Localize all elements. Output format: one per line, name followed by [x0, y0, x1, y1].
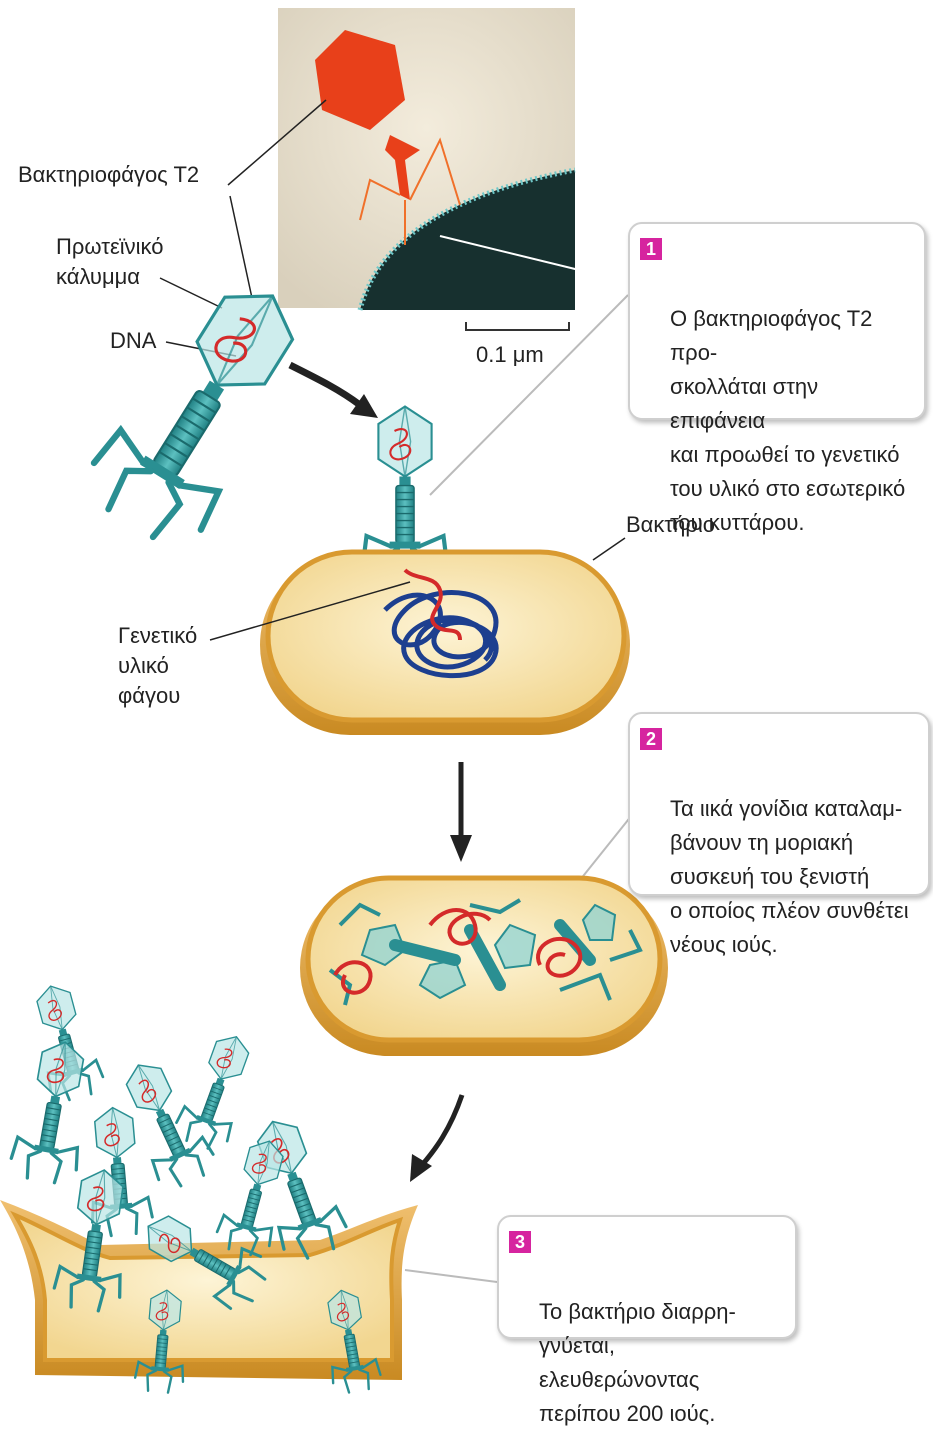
callout-step-1: 1 Ο βακτηριοφάγος Τ2 προ- σκολλάται στην… — [628, 222, 926, 420]
bacterium-1 — [260, 552, 630, 735]
label-dna: DNA — [110, 328, 157, 353]
label-gm-line1: Γενετικό — [118, 623, 197, 648]
callout-step-2: 2 Τα ιικά γονίδια καταλαμ- βάνουν τη μορ… — [628, 712, 930, 896]
callout-step-3: 3 Το βακτήριο διαρρη- γνύεται, ελευθερών… — [497, 1215, 797, 1339]
label-gm-line3: φάγου — [118, 683, 180, 708]
leader-phage-t2-down — [230, 196, 252, 298]
scale-label: 0.1 μm — [476, 342, 544, 367]
arrow-down-2 — [410, 1095, 462, 1182]
label-gm-line2: υλικό — [118, 653, 169, 678]
step-2-badge: 2 — [640, 728, 662, 750]
label-protein-coat: Πρωτεϊνικό κάλυμμα — [56, 234, 170, 289]
micrograph — [278, 8, 620, 310]
diagram-canvas: 0.1 μm Βακτηριοφάγος Τ2 Πρωτεϊνικό κάλυμ… — [0, 0, 933, 1396]
released-phage — [8, 1036, 97, 1186]
label-phage-genetic-material: Γενετικό υλικό φάγου — [118, 623, 203, 708]
leader-bacterium — [593, 538, 625, 560]
label-protein-coat-line2: κάλυμμα — [56, 264, 140, 289]
scale-bar — [466, 322, 569, 330]
arrow-attach — [290, 365, 378, 418]
step-3-badge: 3 — [509, 1231, 531, 1253]
leader-protein-coat — [160, 278, 222, 308]
bacterium-2 — [300, 878, 668, 1056]
step-1-badge: 1 — [640, 238, 662, 260]
arrow-down-1 — [450, 762, 472, 862]
label-protein-coat-line1: Πρωτεϊνικό — [56, 234, 164, 259]
callout-1-pointer — [430, 295, 628, 495]
label-phage-t2: Βακτηριοφάγος Τ2 — [18, 162, 199, 187]
released-phage — [172, 1028, 262, 1154]
callout-3-pointer — [405, 1270, 497, 1282]
